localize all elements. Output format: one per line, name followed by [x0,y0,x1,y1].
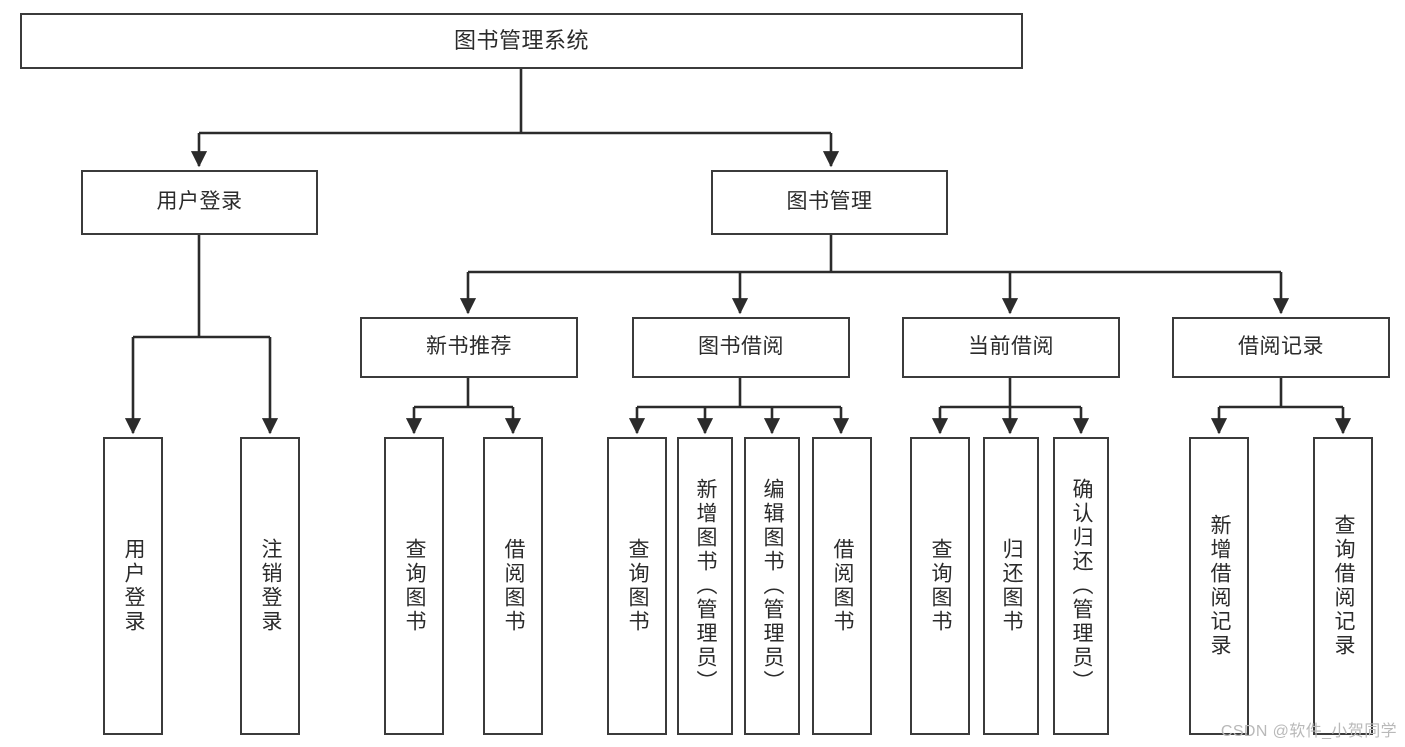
leaf-add-book-admin[interactable]: 新增图书（管理员） [677,437,733,735]
node-label: 查询图书 [403,538,427,634]
leaf-query-borrow-record[interactable]: 查询借阅记录 [1313,437,1373,735]
node-borrow-record[interactable]: 借阅记录 [1172,317,1390,378]
node-label: 归还图书 [1000,538,1024,634]
node-label: 借阅记录 [1238,335,1324,359]
node-label: 查询图书 [929,538,953,634]
node-book-borrow[interactable]: 图书借阅 [632,317,850,378]
leaf-confirm-return-admin[interactable]: 确认归还（管理员） [1053,437,1109,735]
node-label: 借阅图书 [502,538,526,634]
node-root-system[interactable]: 图书管理系统 [20,13,1023,69]
leaf-query-book-current[interactable]: 查询图书 [910,437,970,735]
csdn-watermark: CSDN @软件_小贺同学 [1220,723,1397,740]
node-new-book-recommend[interactable]: 新书推荐 [360,317,578,378]
leaf-query-book-borrow[interactable]: 查询图书 [607,437,667,735]
leaf-borrow-book-recommend[interactable]: 借阅图书 [483,437,543,735]
node-label: 图书借阅 [698,335,784,359]
node-book-management[interactable]: 图书管理 [711,170,948,235]
node-label: 查询图书 [626,538,650,634]
node-label: 新增借阅记录 [1208,514,1232,658]
node-label: 确认归还（管理员） [1070,478,1094,694]
node-label: 新增图书（管理员） [694,478,718,694]
leaf-borrow-book[interactable]: 借阅图书 [812,437,872,735]
leaf-return-book[interactable]: 归还图书 [983,437,1039,735]
node-current-borrow[interactable]: 当前借阅 [902,317,1120,378]
node-label: 当前借阅 [968,335,1054,359]
node-label: 用户登录 [122,538,146,634]
node-label: 借阅图书 [831,538,855,634]
node-label: 图书管理 [786,190,873,214]
node-label: 注销登录 [259,538,283,634]
leaf-add-borrow-record[interactable]: 新增借阅记录 [1189,437,1249,735]
node-label: 编辑图书（管理员） [761,478,785,694]
leaf-edit-book-admin[interactable]: 编辑图书（管理员） [744,437,800,735]
leaf-query-book-recommend[interactable]: 查询图书 [384,437,444,735]
node-label: 图书管理系统 [453,28,589,54]
node-user-login[interactable]: 用户登录 [81,170,318,235]
node-label: 用户登录 [156,190,243,214]
leaf-user-login[interactable]: 用户登录 [103,437,163,735]
node-label: 新书推荐 [426,335,512,359]
node-label: 查询借阅记录 [1332,514,1356,658]
leaf-logout[interactable]: 注销登录 [240,437,300,735]
